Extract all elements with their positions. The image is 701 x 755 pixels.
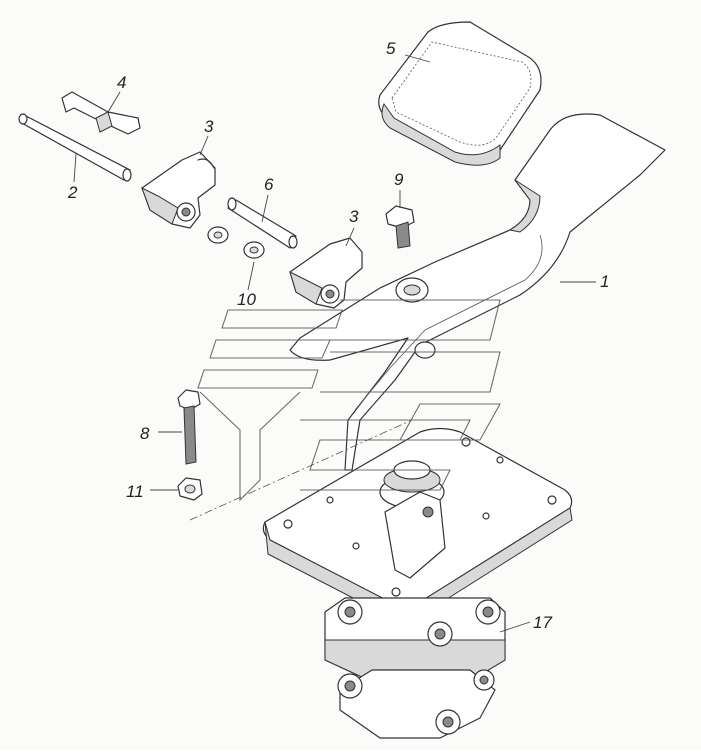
part-11-nut xyxy=(177,477,203,501)
part-10-washers xyxy=(207,226,265,259)
callout-17: 17 xyxy=(533,613,552,632)
part-3-yoke-upper xyxy=(141,151,216,229)
part-9-bolt xyxy=(385,205,415,249)
callout-9: 9 xyxy=(394,170,404,189)
part-4-clip xyxy=(61,91,141,135)
leader-lines xyxy=(73,54,596,633)
callout-3-upper: 3 xyxy=(204,117,214,136)
callout-1: 1 xyxy=(600,272,609,291)
callout-10: 10 xyxy=(237,290,256,309)
callout-11: 11 xyxy=(126,482,144,501)
part-5-pedal-pad xyxy=(378,21,542,166)
part-17-valve xyxy=(324,597,506,739)
part-2-pin xyxy=(18,113,132,182)
part-3-yoke-lower xyxy=(289,237,363,309)
callout-8: 8 xyxy=(140,424,150,443)
callout-4: 4 xyxy=(117,73,126,92)
part-1-pedal-lever xyxy=(289,113,666,471)
callout-6: 6 xyxy=(264,175,274,194)
part-8-bolt xyxy=(177,389,201,465)
part-6-pin xyxy=(227,197,298,249)
base-plate xyxy=(262,427,573,621)
callout-3-lower: 3 xyxy=(349,207,359,226)
callout-5: 5 xyxy=(386,39,396,58)
callout-2: 2 xyxy=(67,183,78,202)
watermark-logo xyxy=(197,299,501,502)
